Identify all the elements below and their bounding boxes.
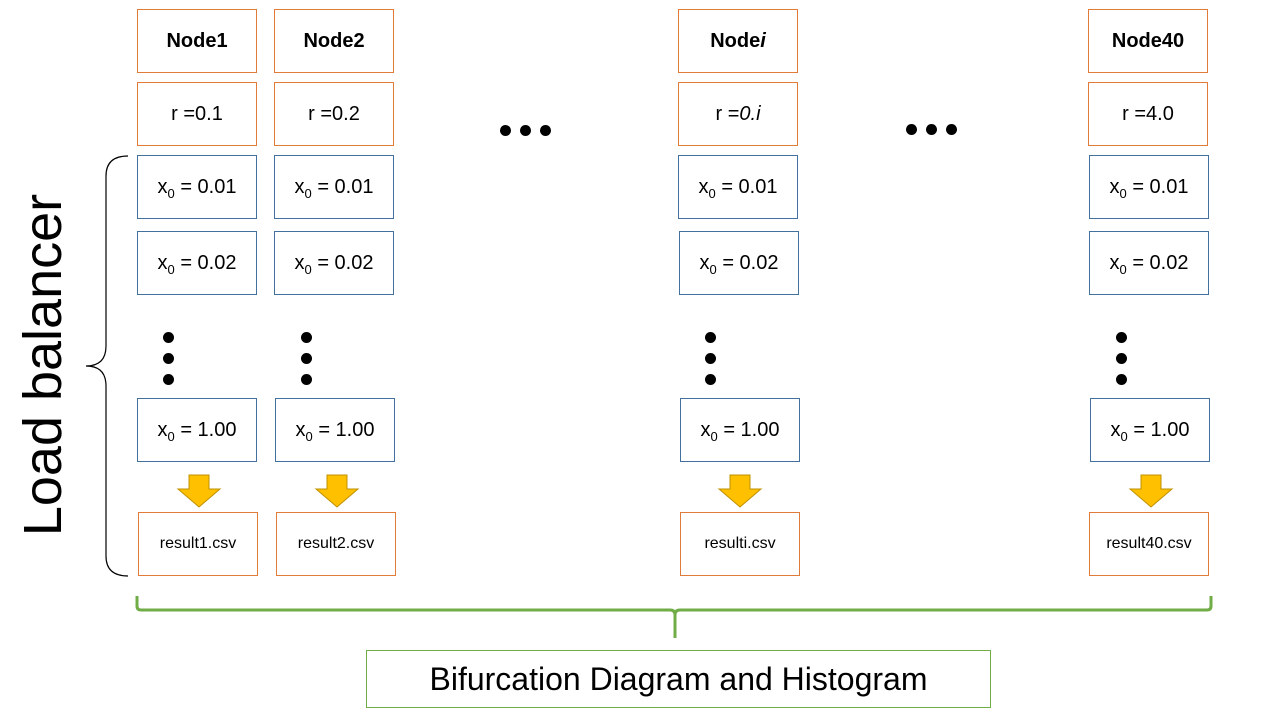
x0-value: = 0.01 — [721, 175, 778, 198]
ellipsis-dot — [301, 374, 312, 385]
node-header-id: 40 — [1161, 29, 1185, 52]
node-2-header: Node 2 — [274, 9, 394, 73]
ellipsis-dot — [301, 353, 312, 364]
load-balancer-brace — [85, 155, 129, 577]
r-number: 0.i — [739, 102, 761, 125]
ellipsis-dot — [163, 353, 174, 364]
node-header-id: i — [760, 29, 766, 52]
node-i-header: Node i — [678, 9, 798, 73]
node-header-label: Node — [710, 29, 761, 52]
r-number: 0.2 — [332, 102, 360, 125]
x0-symbol: x0 — [1110, 418, 1128, 444]
x0-symbol: x0 — [295, 418, 313, 444]
x0-symbol: x0 — [294, 251, 312, 277]
node-i-x0-last: x0 = 1.00 — [680, 398, 800, 462]
ellipsis-dot — [946, 124, 957, 135]
node-1-x0-first: x0 = 0.01 — [137, 155, 257, 219]
node-1-x0-second: x0 = 0.02 — [137, 231, 257, 295]
x0-symbol: x0 — [1109, 251, 1127, 277]
node-1-result-file: result1.csv — [138, 512, 258, 576]
node-40-x0-last: x0 = 1.00 — [1090, 398, 1210, 462]
node-2-r-value: r = 0.2 — [274, 82, 394, 146]
r-label: r = — [308, 102, 333, 125]
x0-value: = 0.02 — [1132, 251, 1189, 274]
node-40-r-value: r = 4.0 — [1088, 82, 1208, 146]
node-40-x0-second: x0 = 0.02 — [1089, 231, 1209, 295]
down-arrow-node-40 — [1128, 474, 1174, 508]
x0-symbol: x0 — [294, 175, 312, 201]
ellipsis-dot — [705, 332, 716, 343]
x0-symbol: x0 — [157, 418, 175, 444]
r-number: 4.0 — [1146, 102, 1174, 125]
x0-symbol: x0 — [698, 175, 716, 201]
node-1-header: Node 1 — [137, 9, 257, 73]
node-2-x0-second: x0 = 0.02 — [274, 231, 394, 295]
x0-symbol: x0 — [157, 175, 175, 201]
node-i-r-value: r = 0.i — [678, 82, 798, 146]
x0-value: = 1.00 — [723, 418, 780, 441]
node-header-id: 1 — [216, 29, 228, 52]
x0-value: = 0.01 — [1132, 175, 1189, 198]
node-1-x0-last: x0 = 1.00 — [137, 398, 257, 462]
ellipsis-dot — [705, 374, 716, 385]
down-arrow-node-2 — [314, 474, 360, 508]
down-arrow-node-i — [717, 474, 763, 508]
node-40-x0-first: x0 = 0.01 — [1089, 155, 1209, 219]
ellipsis-dot — [926, 124, 937, 135]
ellipsis-dot — [1116, 353, 1127, 364]
results-green-brace — [135, 596, 1213, 638]
r-label: r = — [715, 102, 740, 125]
node-i-result-file: resulti.csv — [680, 512, 800, 576]
node-40-result-file: result40.csv — [1089, 512, 1209, 576]
ellipsis-dot — [500, 125, 511, 136]
ellipsis-dot — [1116, 332, 1127, 343]
ellipsis-dot — [1116, 374, 1127, 385]
ellipsis-dot — [301, 332, 312, 343]
x0-symbol: x0 — [157, 251, 175, 277]
down-arrow-node-1 — [176, 474, 222, 508]
node-i-x0-second: x0 = 0.02 — [679, 231, 799, 295]
node-i-x0-first: x0 = 0.01 — [678, 155, 798, 219]
node-2-x0-last: x0 = 1.00 — [275, 398, 395, 462]
x0-value: = 0.01 — [180, 175, 237, 198]
r-label: r = — [171, 102, 196, 125]
ellipsis-dot — [540, 125, 551, 136]
x0-value: = 1.00 — [180, 418, 237, 441]
ellipsis-dot — [705, 353, 716, 364]
x0-symbol: x0 — [700, 418, 718, 444]
node-header-id: 2 — [353, 29, 365, 52]
node-header-label: Node — [1111, 29, 1162, 52]
output-label-box: Bifurcation Diagram and Histogram — [366, 650, 991, 708]
x0-value: = 1.00 — [318, 418, 375, 441]
ellipsis-dot — [163, 332, 174, 343]
x0-value: = 0.02 — [180, 251, 237, 274]
x0-value: = 1.00 — [1133, 418, 1190, 441]
node-header-label: Node — [303, 29, 354, 52]
x0-symbol: x0 — [1109, 175, 1127, 201]
x0-symbol: x0 — [699, 251, 717, 277]
node-40-header: Node 40 — [1088, 9, 1208, 73]
ellipsis-dot — [906, 124, 917, 135]
node-2-result-file: result2.csv — [276, 512, 396, 576]
ellipsis-dot — [163, 374, 174, 385]
x0-value: = 0.02 — [722, 251, 779, 274]
r-label: r = — [1122, 102, 1147, 125]
node-header-label: Node — [166, 29, 217, 52]
node-1-r-value: r = 0.1 — [137, 82, 257, 146]
ellipsis-dot — [520, 125, 531, 136]
r-number: 0.1 — [195, 102, 223, 125]
x0-value: = 0.02 — [317, 251, 374, 274]
x0-value: = 0.01 — [317, 175, 374, 198]
node-2-x0-first: x0 = 0.01 — [274, 155, 394, 219]
